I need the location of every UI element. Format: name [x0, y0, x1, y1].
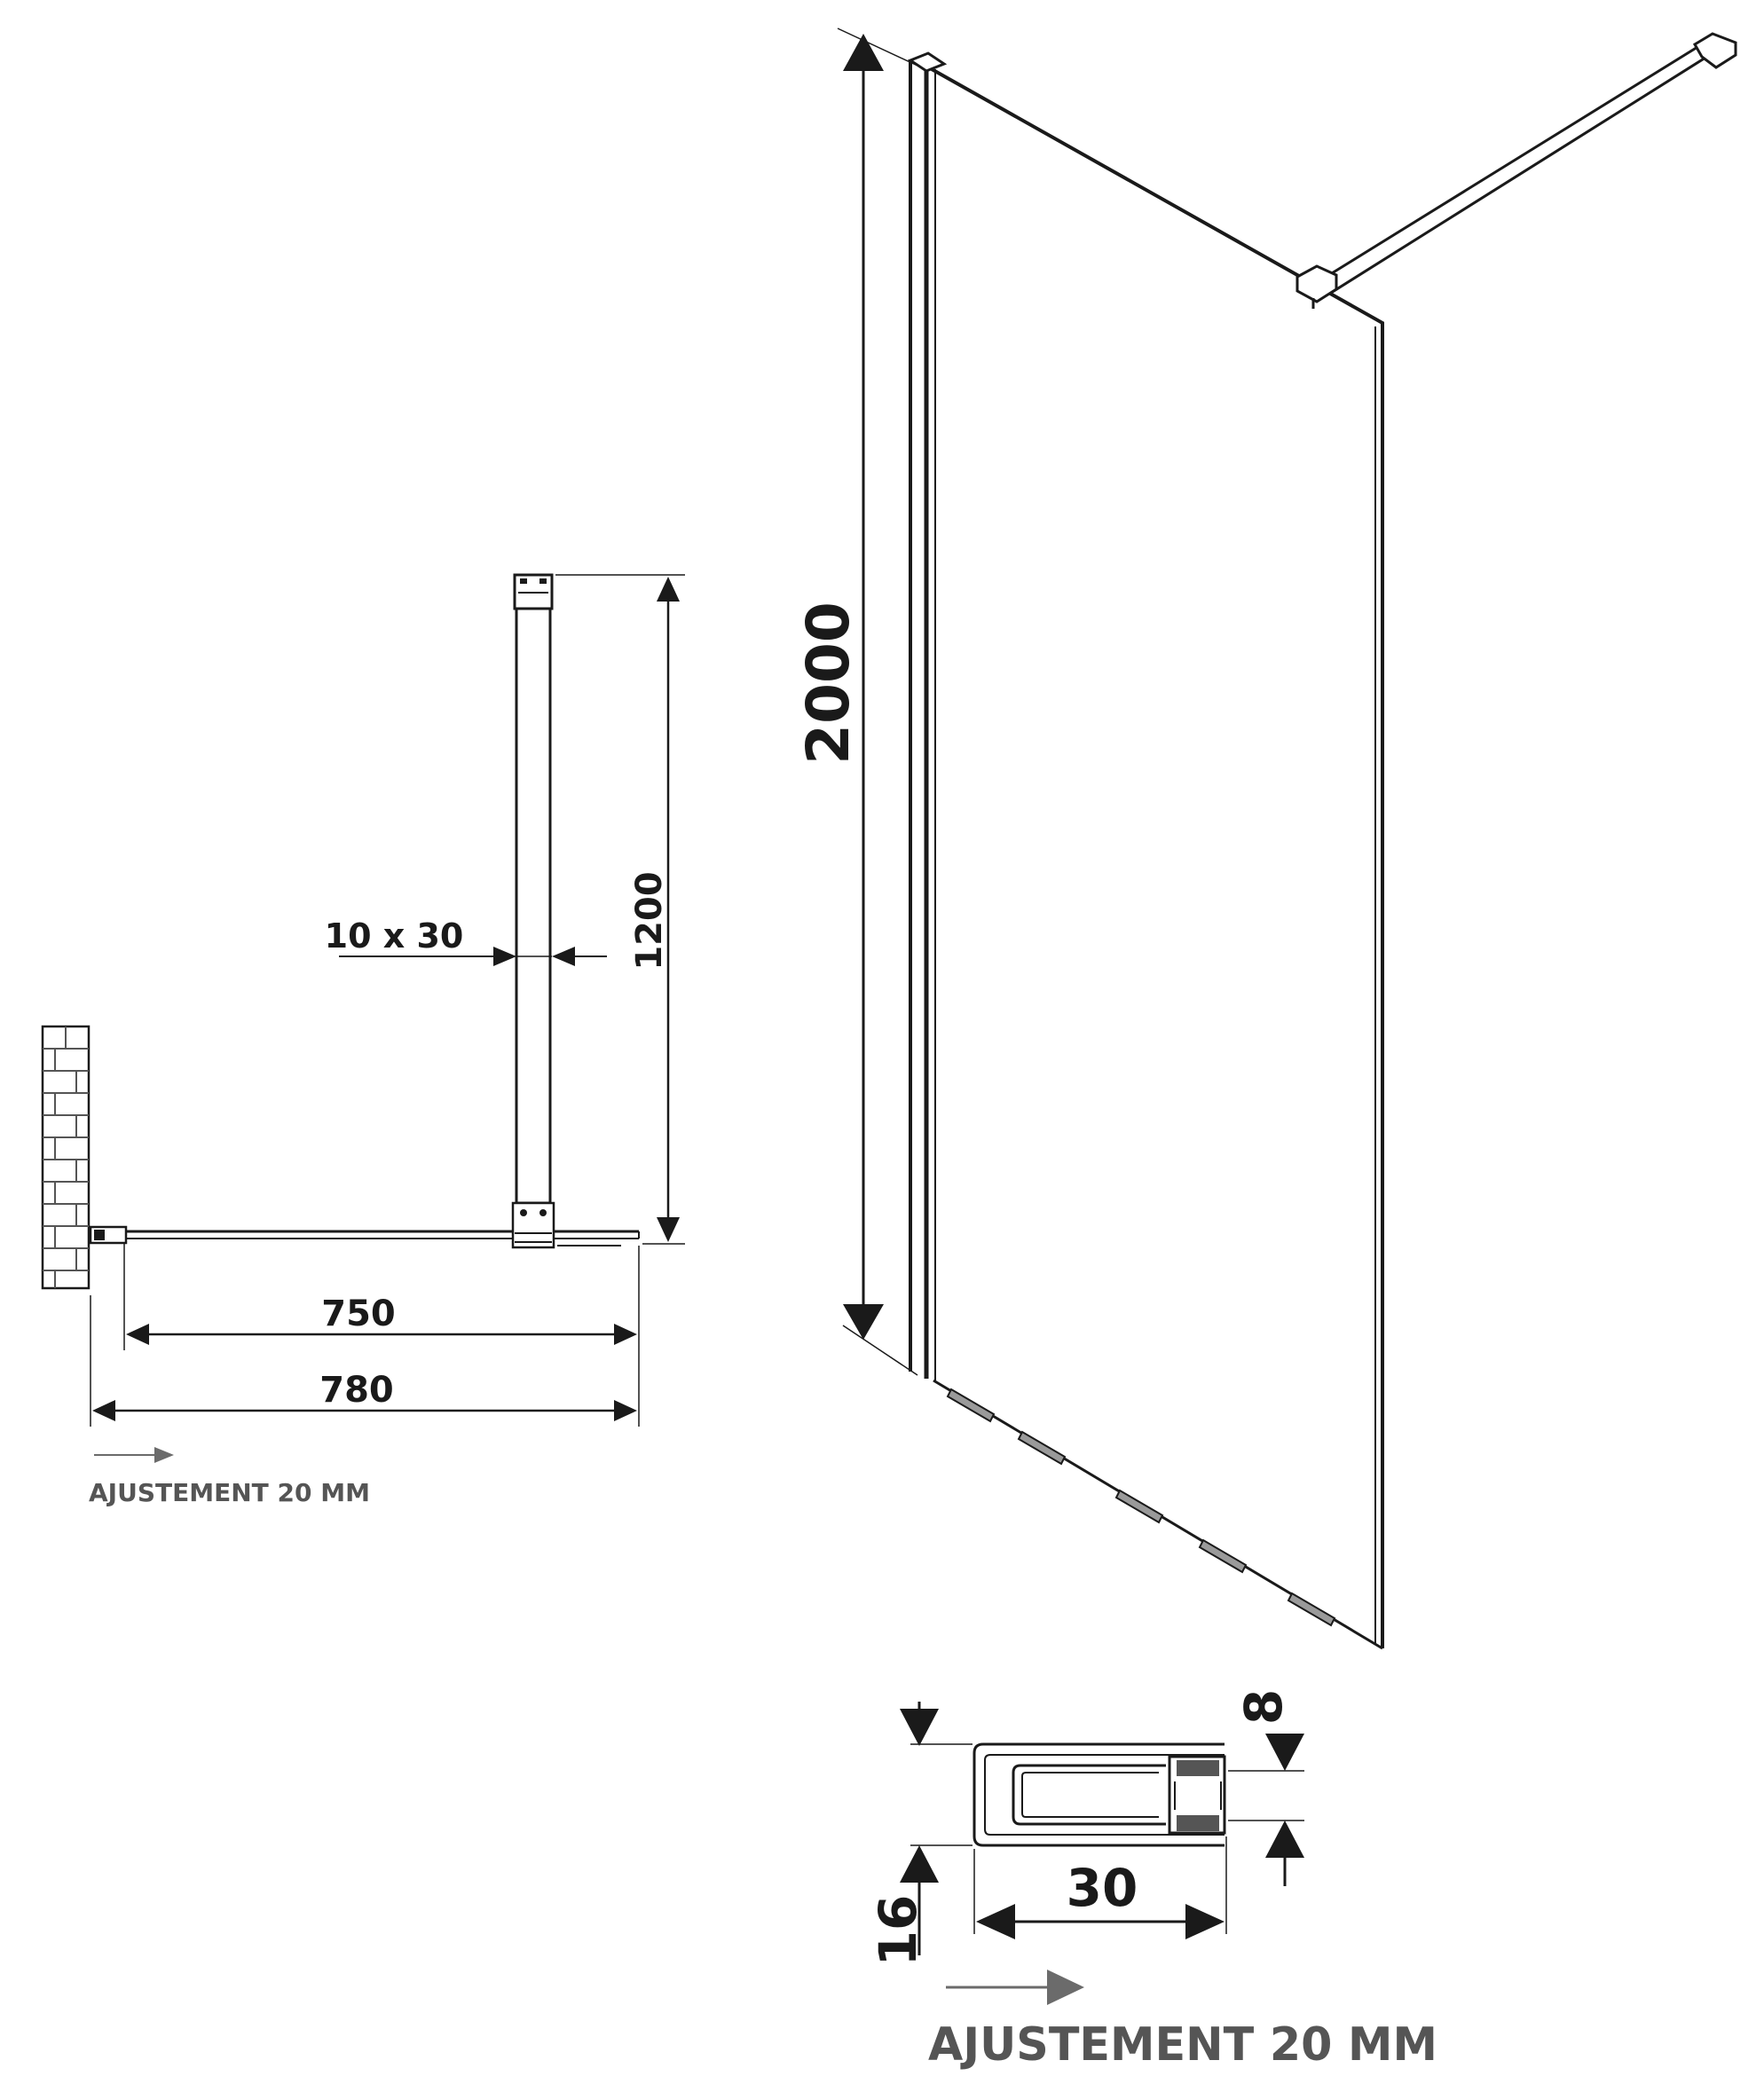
wall-profile-elevation	[907, 51, 948, 1380]
dimension-16: 16	[868, 1702, 973, 1966]
dim-780-label: 780	[319, 1370, 394, 1411]
glass-panel-elevation	[931, 67, 1384, 1650]
dimension-8: 8	[1228, 1689, 1304, 1886]
dim-30-label: 30	[1067, 1858, 1138, 1918]
adjustment-note-small: AJUSTEMENT 20 MM	[89, 1478, 370, 1507]
stabilizer-bar-elevation	[1295, 32, 1737, 309]
dim-profile-label: 10 x 30	[325, 916, 464, 955]
dim-8-label: 8	[1233, 1689, 1294, 1725]
dimension-1200: 1200	[555, 574, 685, 1245]
adjustment-arrow-small-icon	[94, 1447, 174, 1463]
stabilizer-bar-plan	[511, 573, 555, 1249]
dimension-780: 780	[90, 1295, 637, 1427]
dim-750-label: 750	[321, 1294, 396, 1334]
dimension-profile-size: 10 x 30	[325, 916, 607, 966]
profile-detail: 16 8 30 AJUSTEMENT 20 MM	[868, 1689, 1437, 2072]
bottom-seal-strips	[946, 1388, 1336, 1627]
adjustment-note-large: AJUSTEMENT 20 MM	[928, 2018, 1437, 2072]
elevation-view: 2000	[794, 28, 1737, 1650]
dim-2000-label: 2000	[794, 602, 862, 765]
wall-profile-section	[973, 1742, 1226, 1847]
brick-wall-icon	[41, 1025, 91, 1290]
dim-16-label: 16	[868, 1895, 928, 1967]
adjustment-arrow-large-icon	[946, 1970, 1084, 2005]
dimension-2000: 2000	[794, 28, 918, 1376]
dim-1200-label: 1200	[629, 871, 670, 970]
plan-view: 1200 10 x 30 750 780	[41, 573, 685, 1507]
dimension-750: 750	[123, 1242, 640, 1427]
dimension-30: 30	[973, 1836, 1227, 1939]
